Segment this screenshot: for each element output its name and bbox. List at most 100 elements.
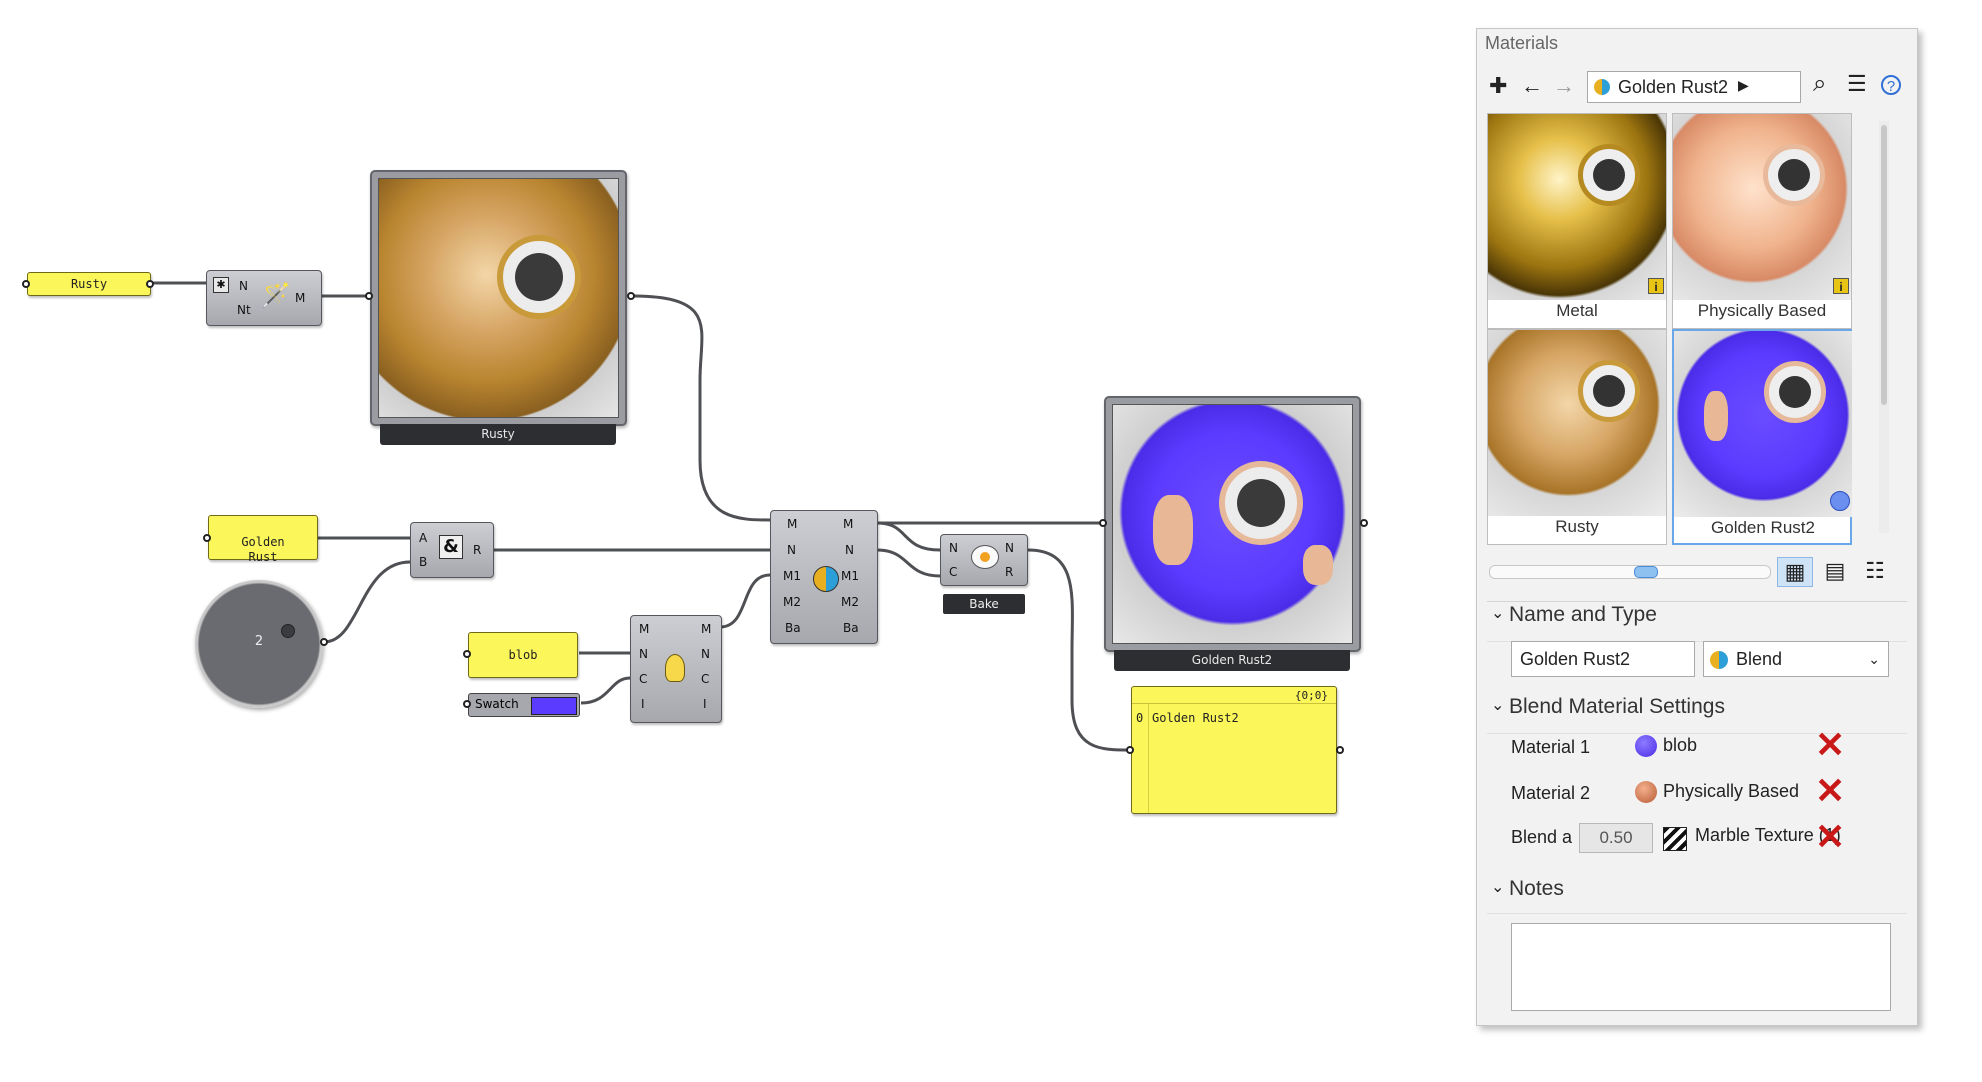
thumb-label: Golden Rust2 [1711, 518, 1815, 537]
thumb-size-slider[interactable] [1489, 565, 1771, 579]
port[interactable] [627, 292, 635, 300]
help-icon[interactable]: ? [1881, 75, 1901, 95]
collapse-chevron-icon[interactable]: ⌄ [1491, 605, 1505, 622]
collapse-chevron-icon[interactable]: ⌄ [1491, 697, 1505, 714]
port[interactable] [365, 292, 373, 300]
grasshopper-canvas[interactable]: Rusty ✱ N Nt 🪄 M Rusty Golden Rust 2 A B… [0, 0, 1460, 1082]
marble-texture-icon [1663, 827, 1687, 851]
scrollbar-thumb[interactable] [1881, 125, 1887, 405]
add-material-icon[interactable]: ✚ [1489, 73, 1508, 98]
blend-material-icon [1594, 79, 1610, 95]
preview-golden-rust2-caption: Golden Rust2 [1114, 650, 1350, 671]
blend-amount-value: 0.50 [1599, 828, 1633, 847]
swatch-label: Swatch [475, 697, 519, 711]
material2-label: Material 2 [1511, 783, 1591, 803]
bake-component[interactable]: N C N R [940, 534, 1028, 586]
rusty-preview-image [378, 178, 619, 418]
panel-title: Materials [1485, 33, 1559, 53]
section-notes: Notes [1509, 877, 1564, 900]
view-tree-button[interactable]: ☷ [1865, 558, 1885, 583]
wand-icon: 🪄 [261, 281, 291, 309]
blob-text-panel[interactable]: blob [468, 632, 578, 678]
port[interactable] [146, 280, 154, 288]
wire-blend-to-bake-c [876, 548, 941, 578]
material1-label: Material 1 [1511, 737, 1591, 757]
output-m-label: M [701, 622, 712, 636]
port[interactable] [320, 638, 328, 646]
input-m-label: M [639, 622, 650, 636]
color-swatch[interactable]: Swatch [468, 693, 580, 717]
golden-rust-text: Golden Rust [241, 535, 285, 564]
output-c-label: C [701, 672, 710, 686]
port[interactable] [463, 650, 471, 658]
wire-slider-to-concat-b [323, 560, 411, 644]
material-type-select[interactable]: Blend ⌄ [1703, 641, 1889, 677]
view-grid-button[interactable]: ▦ [1777, 557, 1813, 587]
preview-golden-rust2[interactable] [1104, 396, 1361, 652]
blob-swatch-icon [1635, 735, 1657, 757]
material1-value[interactable]: blob [1663, 735, 1698, 755]
selected-dot-icon [1830, 491, 1850, 511]
thumb-label: Rusty [1555, 517, 1599, 536]
materials-panel: Materials ✚ ← → Golden Rust2 ▶ ⌕ ☰ ? i M… [1476, 28, 1918, 1026]
menu-icon[interactable]: ☰ [1847, 71, 1867, 96]
port[interactable] [1126, 746, 1134, 754]
view-list-button[interactable]: ▤ [1824, 558, 1846, 583]
rusty-text-panel[interactable]: Rusty [27, 272, 151, 296]
remove-blend-texture-button[interactable]: ✕ [1815, 816, 1846, 857]
material-thumb-metal[interactable]: i Metal [1487, 113, 1667, 329]
output-m1-label: M1 [841, 569, 859, 583]
port[interactable] [1336, 746, 1344, 754]
preview-rusty[interactable] [370, 170, 627, 426]
knob-value: 2 [254, 634, 264, 649]
port[interactable] [463, 700, 471, 708]
current-material-name: Golden Rust2 [1618, 77, 1729, 97]
material-thumb-rusty[interactable]: Rusty [1487, 329, 1667, 545]
back-arrow-icon[interactable]: ← [1521, 73, 1543, 98]
current-material-dropdown[interactable]: Golden Rust2 ▶ [1587, 71, 1801, 103]
material-thumb-golden-rust2[interactable]: Golden Rust2 [1672, 329, 1852, 545]
blend-material-component[interactable]: M N M1 M2 Ba M N M1 M2 Ba [770, 510, 878, 644]
thumb-scrollbar[interactable] [1879, 121, 1889, 533]
input-b-label: B [419, 555, 428, 569]
remove-material1-button[interactable]: ✕ [1815, 724, 1846, 765]
material-thumb-physically-based[interactable]: i Physically Based [1672, 113, 1852, 329]
input-m1-label: M1 [783, 569, 801, 583]
number-knob[interactable]: 2 [195, 580, 323, 708]
material-name-value: Golden Rust2 [1520, 649, 1631, 669]
submenu-arrow-icon: ▶ [1738, 77, 1749, 93]
port[interactable] [1360, 519, 1368, 527]
wire-rusty-to-blend-m [631, 294, 771, 522]
blend-icon [813, 566, 839, 592]
swatch-color-fill [531, 697, 577, 715]
output-m-label: M [295, 291, 306, 305]
collapse-chevron-icon[interactable]: ⌄ [1491, 879, 1505, 896]
port[interactable] [1099, 519, 1107, 527]
material-name-input[interactable]: Golden Rust2 [1511, 641, 1695, 677]
slider-handle[interactable] [1634, 566, 1658, 578]
remove-material2-button[interactable]: ✕ [1815, 770, 1846, 811]
port[interactable] [22, 280, 30, 288]
bake-button[interactable]: Bake [943, 594, 1025, 614]
blend-texture-value[interactable]: Marble Texture (1) [1695, 825, 1841, 845]
toolbar: ✚ ← → Golden Rust2 ▶ ⌕ ☰ ? [1477, 67, 1917, 107]
golden-rust-text-panel[interactable]: Golden Rust [208, 515, 318, 564]
search-icon[interactable]: ⌕ [1813, 70, 1827, 97]
wire-bake-to-panel [1027, 548, 1132, 752]
input-c-label: C [639, 672, 648, 686]
port[interactable] [203, 534, 211, 542]
input-nt-label: Nt [237, 303, 251, 317]
create-material-component[interactable]: M N C I M N C I [630, 615, 722, 723]
input-i-label: I [641, 697, 645, 711]
physically-based-thumb-image [1673, 114, 1851, 300]
material2-value[interactable]: Physically Based [1663, 781, 1800, 801]
output-n-label: N [1005, 541, 1014, 555]
notes-textarea[interactable] [1511, 923, 1891, 1011]
material-name-component[interactable]: ✱ N Nt 🪄 M [206, 270, 322, 326]
star-icon: ✱ [213, 277, 229, 293]
blend-amount-input[interactable]: 0.50 [1579, 823, 1653, 853]
forward-arrow-icon[interactable]: → [1553, 73, 1575, 98]
output-text-panel[interactable]: {0;0} 0 Golden Rust2 [1131, 686, 1337, 814]
concatenate-component[interactable]: A B & R [410, 522, 494, 578]
input-ba-label: Ba [785, 621, 801, 635]
